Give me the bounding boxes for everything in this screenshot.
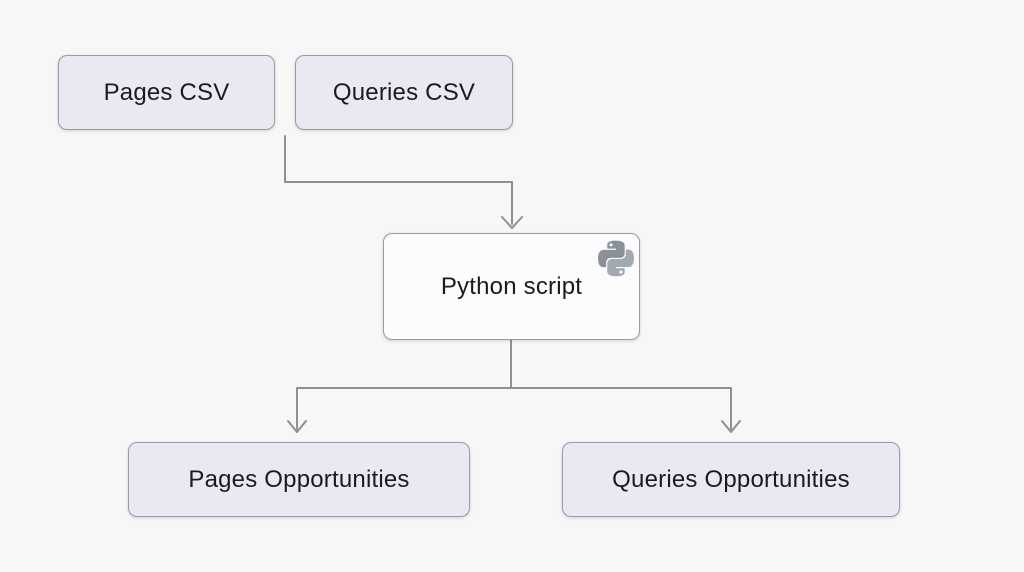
python-icon: [598, 240, 634, 277]
node-label: Queries Opportunities: [612, 465, 850, 493]
connector-csv-to-python: [284, 135, 523, 229]
arrowhead-down-icon: [501, 216, 523, 229]
node-label: Queries CSV: [332, 78, 476, 106]
node-pages-opportunities: Pages Opportunities: [128, 442, 470, 517]
node-python-script: Python script: [383, 233, 640, 340]
node-queries-csv: Queries CSV: [295, 55, 513, 130]
node-queries-opportunities: Queries Opportunities: [562, 442, 900, 517]
node-label: Pages CSV: [103, 78, 230, 106]
node-label: Pages Opportunities: [188, 465, 410, 493]
node-pages-csv: Pages CSV: [58, 55, 275, 130]
arrowhead-down-icon: [721, 420, 741, 433]
connector-python-to-opportunities: [287, 339, 741, 433]
arrowhead-down-icon: [287, 420, 307, 433]
node-label: Python script: [440, 272, 583, 300]
